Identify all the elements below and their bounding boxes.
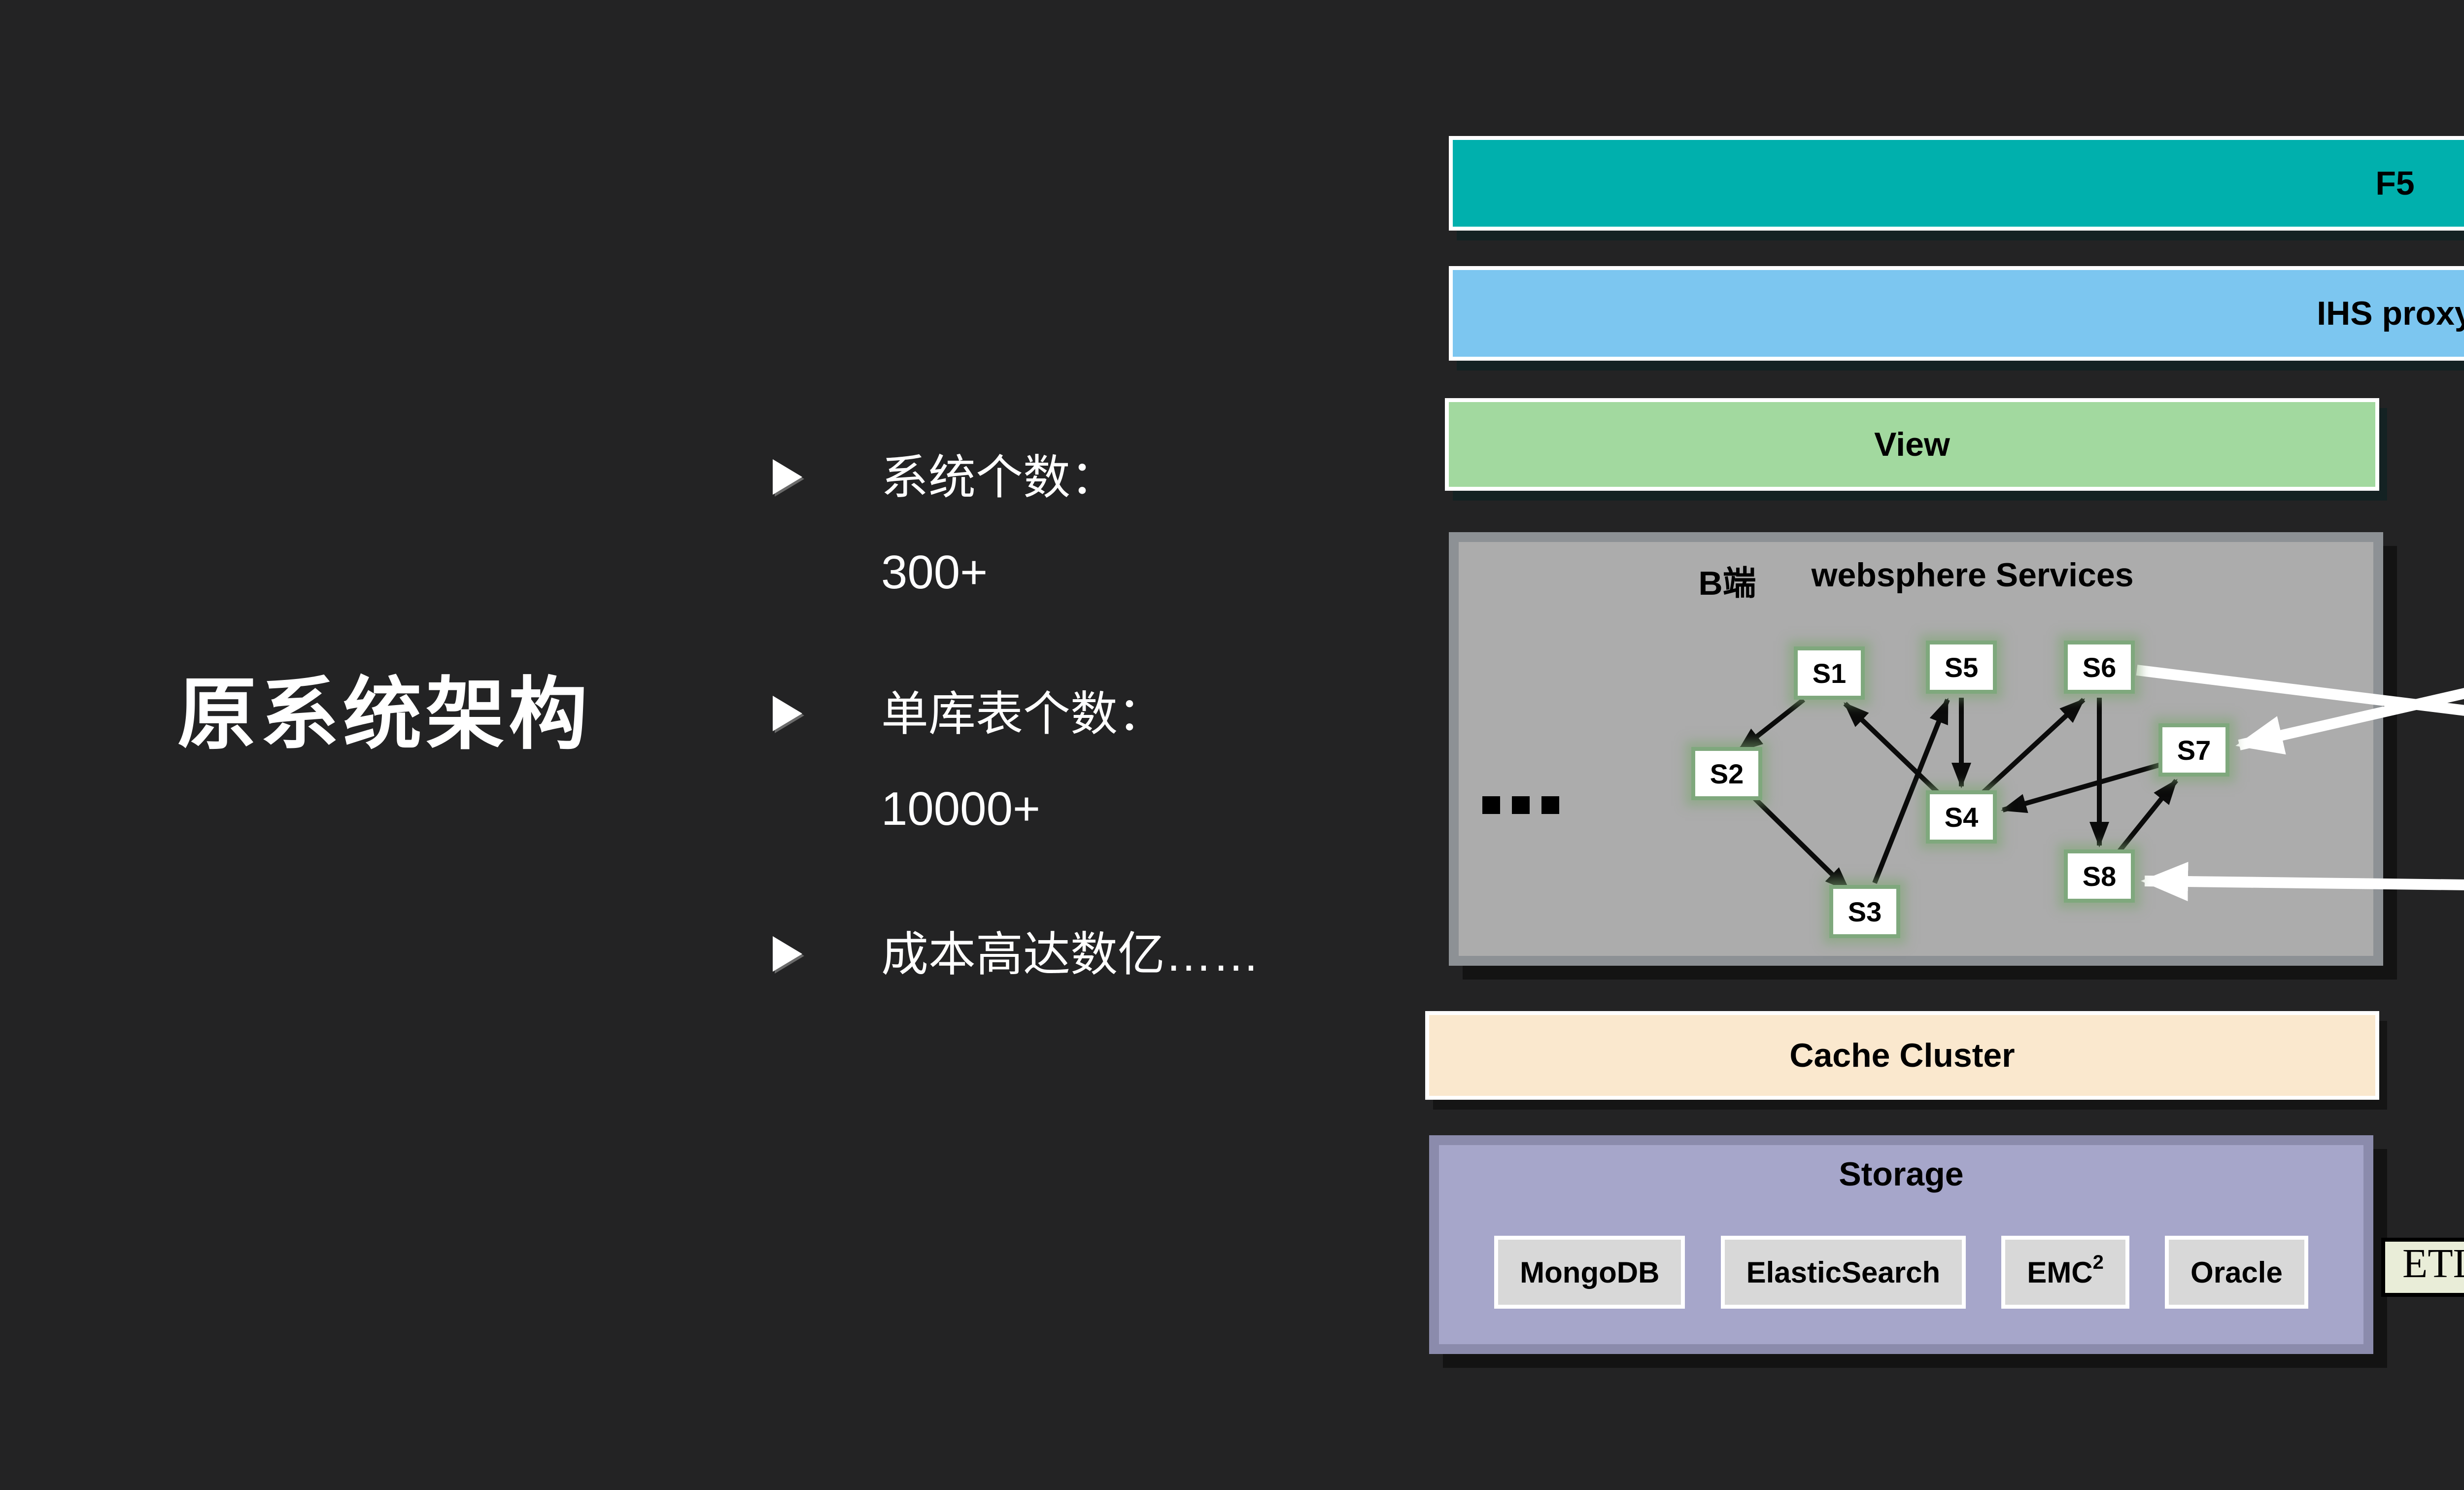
service-node-label: S2 — [1710, 758, 1744, 789]
storage-item-label: MongoDB — [1520, 1255, 1660, 1289]
service-node-label: S6 — [2082, 651, 2117, 683]
service-node-b-s7: S7 — [2158, 723, 2229, 777]
bullet-label: 成本高达数亿…… — [881, 928, 1260, 981]
bullet-item: 单库表个数： 10000+ — [773, 688, 1165, 836]
b-cluster-box: B端 websphere Services — [1449, 532, 2383, 966]
storage-item-label: Oracle — [2190, 1255, 2283, 1289]
cache-cluster-left-label: Cache Cluster — [1789, 1037, 2015, 1074]
layer-view-label: View — [1874, 426, 1950, 463]
bullet-item: 成本高达数亿…… — [773, 928, 1260, 982]
etl-arrow: ETL — [2379, 1206, 2464, 1328]
service-node-label: S1 — [1812, 657, 1847, 689]
layer-f5-label: F5 — [2375, 165, 2415, 202]
bullet-label: 单库表个数： — [881, 688, 1165, 741]
service-node-b-s8: S8 — [2064, 849, 2135, 903]
b-cluster-name: websphere Services — [1811, 556, 2134, 594]
service-node-b-s4: S4 — [1926, 790, 1997, 844]
storage-left-title: Storage — [1839, 1155, 1964, 1193]
bullet-value: 10000+ — [881, 782, 1041, 835]
storage-item-sup: 2 — [2092, 1251, 2104, 1273]
layer-view: View — [1445, 398, 2379, 491]
ellipsis-icon — [1482, 796, 1559, 814]
service-node-label: S4 — [1944, 801, 1979, 833]
arrow-bullet-icon — [773, 696, 802, 731]
etl-label: ETL — [2402, 1241, 2464, 1287]
bullet-label: 系统个数： — [881, 451, 1118, 504]
b-cluster-header: B端 websphere Services — [1459, 556, 2373, 605]
service-node-b-s6: S6 — [2064, 641, 2135, 694]
layer-ihs-proxy: IHS proxy — [1449, 266, 2464, 361]
storage-item-label: ElasticSearch — [1746, 1255, 1941, 1289]
layer-f5: F5 — [1449, 136, 2464, 231]
service-node-b-s3: S3 — [1829, 885, 1900, 938]
service-node-b-s5: S5 — [1926, 641, 1997, 694]
layer-ihs-proxy-label: IHS proxy — [2317, 295, 2464, 332]
bullet-item: 系统个数： 300+ — [773, 451, 1118, 599]
storage-item-mongodb: MongoDB — [1494, 1236, 1685, 1309]
service-node-label: S7 — [2177, 734, 2211, 766]
service-node-label: S8 — [2082, 860, 2117, 892]
cache-cluster-left: Cache Cluster — [1425, 1011, 2379, 1100]
service-node-label: S3 — [1848, 896, 1882, 927]
bullet-value: 300+ — [881, 546, 988, 599]
service-node-label: S5 — [1944, 651, 1979, 683]
service-node-b-s1: S1 — [1794, 646, 1865, 700]
arrow-bullet-icon — [773, 459, 802, 495]
storage-item-oracle: Oracle — [2165, 1236, 2308, 1309]
storage-item-label: EMC — [2027, 1255, 2093, 1289]
page-title: 原系统架构 — [177, 670, 592, 758]
storage-item-elasticsearch: ElasticSearch — [1720, 1236, 1966, 1309]
etl-arrow-shape — [2381, 1238, 2464, 1297]
b-cluster-tag: B端 — [1698, 565, 1756, 602]
arrow-bullet-icon — [773, 936, 802, 972]
service-node-b-s2: S2 — [1691, 747, 1762, 800]
